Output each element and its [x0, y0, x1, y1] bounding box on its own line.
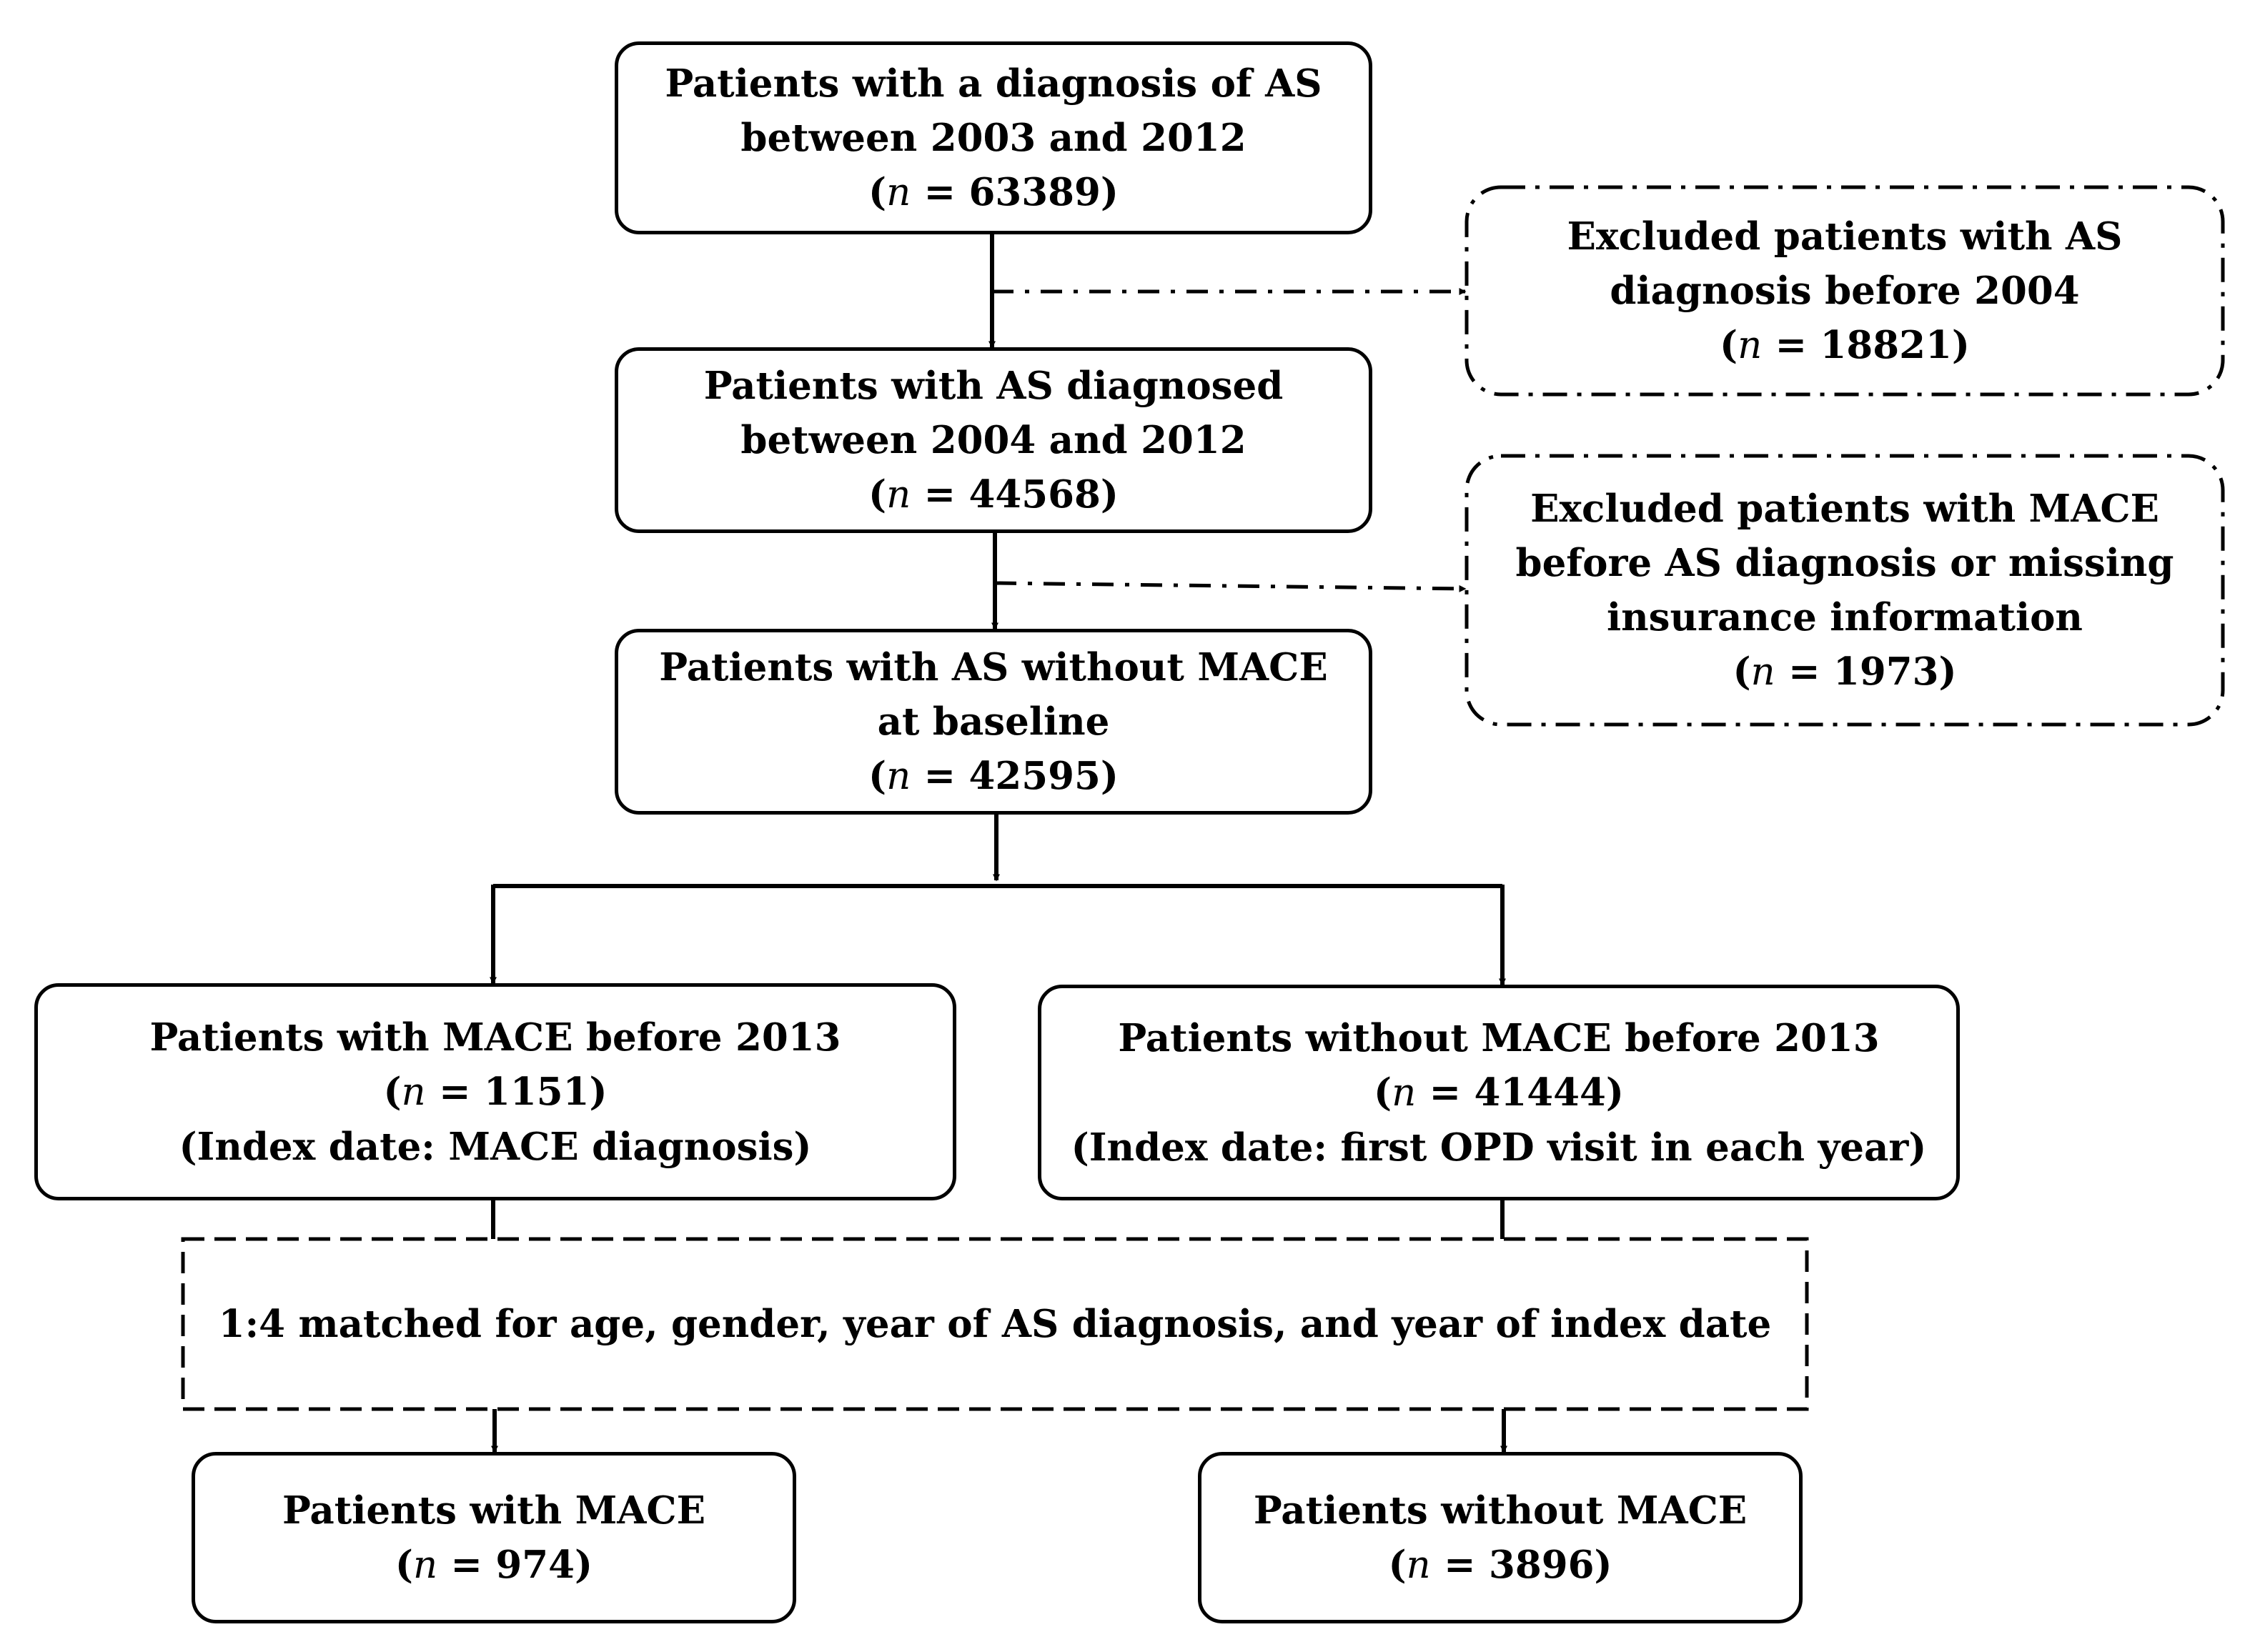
excl1-line-2: diagnosis before 2004 [1610, 268, 2080, 313]
excl2-line-2: before AS diagnosis or missing [1515, 540, 2174, 585]
box-mace-before-2013: Patients with MACE before 2013 (n = 1151… [34, 983, 956, 1200]
mace-before-index: (Index date: MACE diagnosis) [179, 1124, 812, 1169]
box-without-mace-baseline: Patients with AS without MACE at baselin… [615, 629, 1372, 815]
excl1-count: (n = 18821) [1720, 322, 1970, 367]
matching-text: 1:4 matched for age, gender, year of AS … [218, 1302, 1772, 1346]
box-without-mace: Patients without MACE (n = 3896) [1198, 1452, 1803, 1623]
box3-line-1: Patients with AS without MACE [659, 645, 1328, 690]
no-mace-before-n-value: = 41444) [1416, 1070, 1624, 1115]
without-mace-count: (n = 3896) [1388, 1542, 1612, 1587]
box-matching-criteria: 1:4 matched for age, gender, year of AS … [183, 1239, 1807, 1409]
box3-line-2: at baseline [877, 699, 1110, 744]
box2-count: (n = 44568) [868, 472, 1119, 517]
box-without-mace-before-2013: Patients without MACE before 2013 (n = 4… [1038, 985, 1960, 1200]
box-excluded-mace-or-missing: Excluded patients with MACE before AS di… [1467, 456, 2223, 725]
no-mace-before-n-var: n [1392, 1070, 1417, 1115]
without-mace-n-var: n [1406, 1543, 1431, 1587]
box1-n-value: = 63389) [911, 169, 1119, 214]
box-with-mace: Patients with MACE (n = 974) [192, 1452, 796, 1623]
excl2-line-3: insurance information [1607, 594, 2083, 640]
excl2-n-value: = 1973) [1775, 649, 1957, 694]
without-mace-title: Patients without MACE [1253, 1488, 1748, 1533]
excluded-box-1-border [1465, 185, 2225, 397]
box-as-diagnosis-2003-2012: Patients with a diagnosis of AS between … [615, 41, 1372, 234]
box-excluded-before-2004: Excluded patients with AS diagnosis befo… [1467, 187, 2223, 394]
box-as-diagnosed-2004-2012: Patients with AS diagnosed between 2004 … [615, 347, 1372, 533]
box3-n-var: n [886, 754, 911, 798]
box2-n-value: = 44568) [911, 472, 1119, 517]
mace-before-n-value: = 1151) [425, 1069, 608, 1114]
with-mace-count: (n = 974) [395, 1542, 593, 1587]
mace-before-title: Patients with MACE before 2013 [149, 1015, 841, 1060]
with-mace-n-var: n [412, 1543, 438, 1587]
excl2-n-var: n [1750, 650, 1775, 694]
excl2-line-1: Excluded patients with MACE [1530, 486, 2159, 531]
excluded-box-2-border [1465, 454, 2225, 727]
with-mace-n-value: = 974) [437, 1542, 593, 1587]
box1-n-var: n [886, 170, 911, 214]
excl2-count: (n = 1973) [1733, 649, 1957, 694]
mace-before-n-var: n [401, 1070, 426, 1114]
box1-line-2: between 2003 and 2012 [740, 115, 1247, 160]
exclusion-arrow-2 [994, 581, 1467, 592]
no-mace-before-title: Patients without MACE before 2013 [1118, 1015, 1880, 1060]
box1-count: (n = 63389) [868, 169, 1119, 214]
box2-n-var: n [886, 472, 911, 517]
excl1-line-1: Excluded patients with AS [1567, 214, 2123, 259]
box2-line-1: Patients with AS diagnosed [703, 363, 1284, 408]
no-mace-before-index: (Index date: first OPD visit in each yea… [1071, 1125, 1927, 1170]
without-mace-n-value: = 3896) [1430, 1542, 1612, 1587]
with-mace-title: Patients with MACE [282, 1488, 705, 1533]
box2-line-2: between 2004 and 2012 [740, 417, 1247, 462]
mace-before-count: (n = 1151) [383, 1069, 608, 1114]
excl1-n-var: n [1738, 323, 1763, 367]
box3-count: (n = 42595) [868, 753, 1119, 798]
box3-n-value: = 42595) [911, 753, 1119, 798]
no-mace-before-count: (n = 41444) [1374, 1070, 1624, 1115]
excl1-n-value: = 18821) [1762, 322, 1970, 367]
matching-box-border [181, 1237, 1809, 1411]
box1-line-1: Patients with a diagnosis of AS [665, 61, 1322, 106]
